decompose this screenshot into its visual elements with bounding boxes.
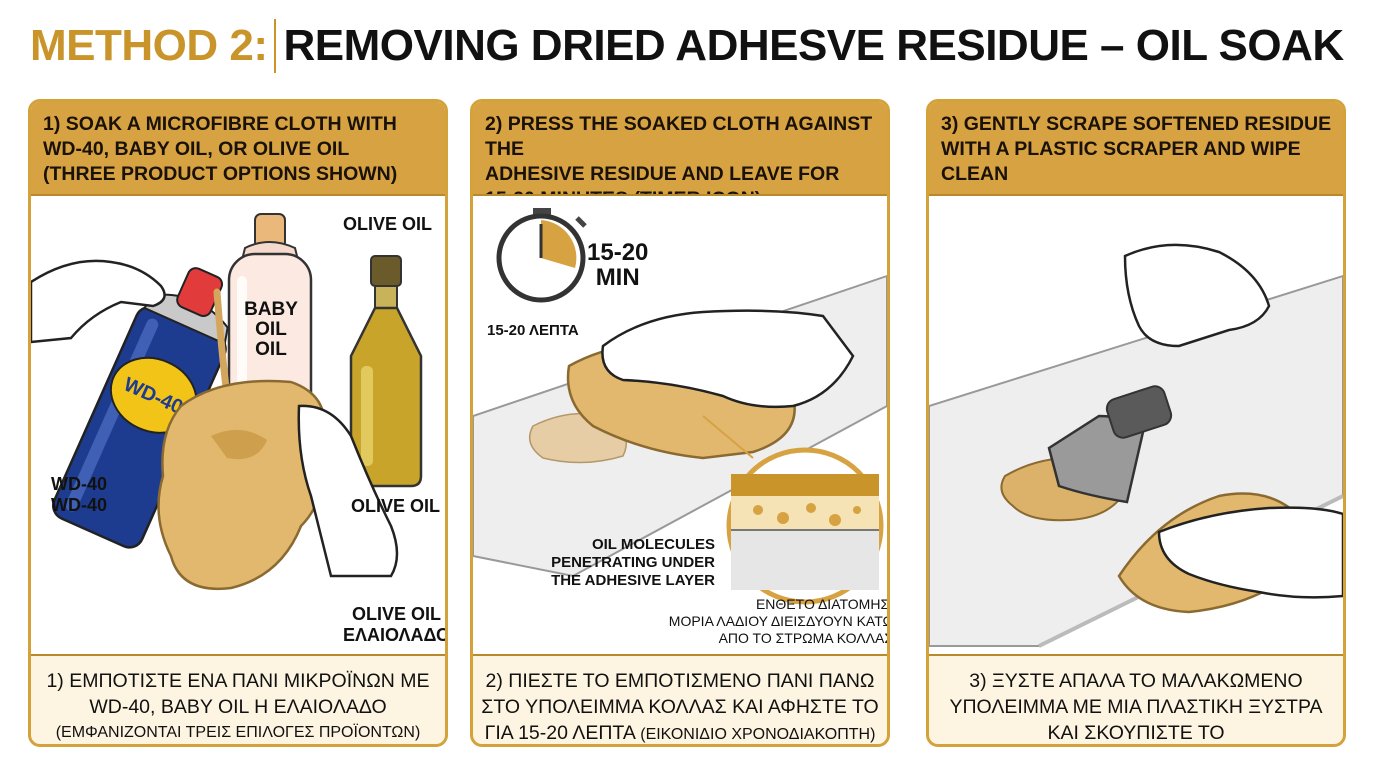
title-text: REMOVING DRIED ADHESVE RESIDUE – OIL SOA… — [283, 21, 1345, 70]
timer-icon — [496, 208, 587, 303]
step-panel-3: 3) GENTLY SCRAPE SOFTENED RESIDUE WITH A… — [926, 99, 1346, 747]
wiping-hand-icon — [1157, 506, 1343, 599]
wd40-can-icon: WD-40 — [52, 267, 229, 549]
page-title: METHOD 2: REMOVING DRIED ADHESVE RESIDUE… — [30, 14, 1344, 78]
olive-oil-bottle-icon — [349, 255, 423, 488]
step-panel-2: 2) PRESS THE SOAKED CLOTH AGAINST THE AD… — [470, 99, 890, 747]
step-2-heading: 2) PRESS THE SOAKED CLOTH AGAINST THE AD… — [473, 102, 887, 210]
step-panel-1: 1) SOAK A MICROFIBRE CLOTH WITH WD-40, B… — [28, 99, 448, 747]
step-2-illustration: 15-20 MIN 15-20 ΛΕΠΤΑ OIL MOLECULES PENE… — [473, 194, 887, 656]
title-divider — [273, 19, 276, 73]
timer-greek-label: 15-20 ΛΕΠΤΑ — [487, 322, 579, 339]
scraping-hand-icon — [1123, 243, 1271, 348]
step-1-illustration: WD-40 OLIVE OIL BABY OIL OIL WD-40 WD-40… — [31, 194, 445, 656]
step-1-heading: 1) SOAK A MICROFIBRE CLOTH WITH WD-40, B… — [31, 102, 445, 194]
step-3-illustration — [929, 194, 1343, 656]
step-2-greek-caption: 2) ΠΙΕΣΤΕ ΤΟ ΕΜΠΟΤΙΣΜΕΝΟ ΠΑΝΙ ΠΑΝΩ ΣΤΟ Υ… — [481, 670, 879, 744]
inset-greek-label: ΕΝΘΕΤΟ ΔΙΑΤΟΜΗΣ: ΜΟΡΙΑ ΛΑΔΙΟΥ ΔΙΕΙΣΔΥΟΥΝ… — [668, 596, 890, 646]
cross-section-inset-icon — [702, 415, 884, 605]
step-1-greek-caption: 1) ΕΜΠΟΤΙΣΤΕ ΕΝΑ ΠΑΝΙ ΜΙΚΡΟΪΝΩΝ ΜΕ WD-40… — [46, 670, 430, 741]
baby-oil-label: BABY OIL OIL — [244, 299, 298, 360]
olive-oil-mid-label: OLIVE OIL — [351, 496, 441, 516]
step-2-drawing — [473, 208, 887, 605]
timer-minutes-label: 15-20 MIN — [587, 239, 649, 291]
method-label: METHOD 2: — [30, 21, 268, 70]
pressing-hand-icon — [601, 309, 855, 409]
olive-oil-bottom-label: OLIVE OIL ΕΛΑΙΟΛΑΔΟ — [343, 604, 448, 645]
molecules-label: OIL MOLECULES PENETRATING UNDER THE ADHE… — [551, 536, 715, 589]
step-1-drawing: WD-40 — [31, 213, 423, 591]
cloth-icon — [157, 379, 326, 591]
hand-right-icon — [297, 404, 399, 578]
hand-left-icon — [31, 259, 166, 344]
step-3-greek-caption: 3) ΞΥΣΤΕ ΑΠΑΛΑ ΤΟ ΜΑΛΑΚΩΜΕΝΟ ΥΠΟΛΕΙΜΜΑ Μ… — [949, 670, 1323, 744]
olive-oil-top-label: OLIVE OIL — [343, 214, 433, 234]
step-3-heading: 3) GENTLY SCRAPE SOFTENED RESIDUE WITH A… — [929, 102, 1343, 194]
step-3-drawing — [929, 243, 1343, 648]
wd40-label: WD-40 WD-40 — [51, 474, 108, 515]
